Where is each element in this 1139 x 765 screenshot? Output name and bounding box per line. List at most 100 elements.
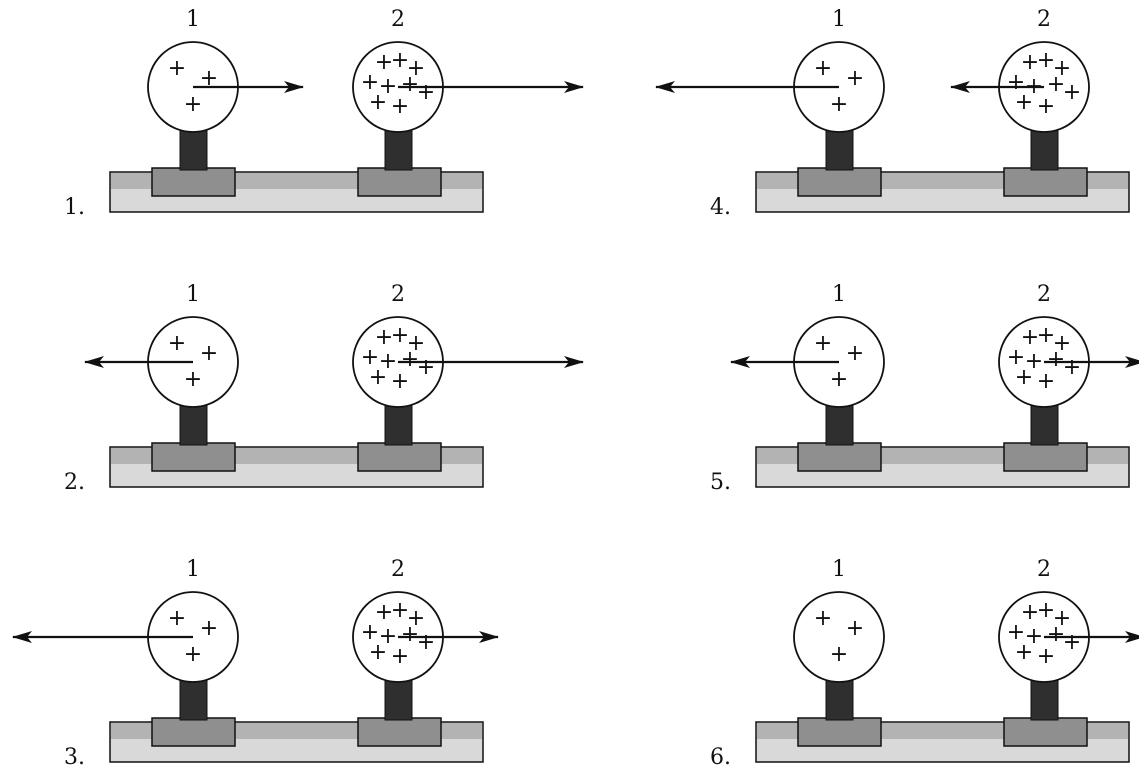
charge-plus: +: [401, 72, 419, 97]
charge-plus: +: [184, 92, 202, 117]
charge-plus: +: [361, 70, 379, 95]
stand-pad-1: [151, 167, 236, 197]
charge-plus: +: [1021, 50, 1039, 75]
charge-plus: +: [1053, 56, 1071, 81]
charge-plus: +: [391, 94, 409, 119]
charge-plus: +: [184, 367, 202, 392]
stand-pad-1: [797, 442, 882, 472]
charge-plus: +: [1037, 644, 1055, 669]
charge-plus: +: [1025, 624, 1043, 649]
charge-plus: +: [379, 624, 397, 649]
stand-pad-2: [357, 442, 442, 472]
charge-plus: +: [1047, 622, 1065, 647]
stand-post-2: [384, 129, 413, 171]
charge-plus: +: [417, 355, 435, 380]
stand-post-2: [1030, 679, 1059, 721]
charge-plus: +: [814, 331, 832, 356]
panel-number: 2.: [64, 470, 85, 495]
charge-plus: +: [1021, 600, 1039, 625]
charge-plus: +: [1015, 640, 1033, 665]
stand-pad-2: [357, 167, 442, 197]
stand-post-2: [1030, 404, 1059, 446]
stand-pad-1: [797, 167, 882, 197]
charge-plus: +: [1007, 345, 1025, 370]
stand-post-1: [179, 404, 208, 446]
charge-plus: +: [1047, 347, 1065, 372]
stand-pad-2: [1003, 717, 1088, 747]
charge-plus: +: [830, 92, 848, 117]
charge-plus: +: [1007, 620, 1025, 645]
sphere-1: [793, 591, 885, 683]
sphere-1-label: 1: [832, 282, 846, 307]
stand-post-1: [825, 129, 854, 171]
charge-plus: +: [200, 66, 218, 91]
stand-post-2: [384, 404, 413, 446]
charge-plus: +: [1037, 323, 1055, 348]
charge-plus: +: [407, 606, 425, 631]
sphere-2-label: 2: [391, 557, 405, 582]
charge-plus: +: [1015, 90, 1033, 115]
charge-plus: +: [401, 622, 419, 647]
charge-plus: +: [391, 323, 409, 348]
charge-plus: +: [830, 367, 848, 392]
stand-post-1: [179, 679, 208, 721]
stand-post-2: [1030, 129, 1059, 171]
panel-number: 3.: [64, 745, 85, 765]
sphere-2-label: 2: [1037, 7, 1051, 32]
charge-plus: +: [1047, 72, 1065, 97]
charge-plus: +: [1037, 598, 1055, 623]
charge-plus: +: [1037, 369, 1055, 394]
charge-plus: +: [1025, 349, 1043, 374]
sphere-1-label: 1: [186, 557, 200, 582]
charge-plus: +: [391, 598, 409, 623]
charge-plus: +: [391, 48, 409, 73]
charge-plus: +: [846, 616, 864, 641]
charge-plus: +: [1007, 70, 1025, 95]
charge-plus: +: [814, 56, 832, 81]
charge-plus: +: [369, 365, 387, 390]
charge-plus: +: [417, 80, 435, 105]
charge-plus: +: [379, 74, 397, 99]
charge-plus: +: [1063, 80, 1081, 105]
charge-plus: +: [375, 50, 393, 75]
panel-number: 5.: [710, 470, 731, 495]
charge-plus: +: [407, 331, 425, 356]
charge-plus: +: [200, 341, 218, 366]
charge-plus: +: [391, 369, 409, 394]
charge-plus: +: [1037, 48, 1055, 73]
charge-plus: +: [391, 644, 409, 669]
charge-plus: +: [1015, 365, 1033, 390]
stand-pad-1: [151, 717, 236, 747]
charge-plus: +: [417, 630, 435, 655]
charge-plus: +: [1037, 94, 1055, 119]
stand-post-1: [825, 404, 854, 446]
charge-plus: +: [846, 66, 864, 91]
charge-plus: +: [1053, 606, 1071, 631]
charge-plus: +: [379, 349, 397, 374]
charge-plus: +: [401, 347, 419, 372]
charge-plus: +: [200, 616, 218, 641]
stand-pad-2: [357, 717, 442, 747]
panel-number: 4.: [710, 195, 731, 220]
sphere-2-label: 2: [1037, 282, 1051, 307]
sphere-1-label: 1: [186, 282, 200, 307]
stand-post-2: [384, 679, 413, 721]
charge-plus: +: [184, 642, 202, 667]
charge-plus: +: [369, 640, 387, 665]
charge-plus: +: [814, 606, 832, 631]
charge-plus: +: [1021, 325, 1039, 350]
charge-plus: +: [1063, 630, 1081, 655]
charge-plus: +: [407, 56, 425, 81]
charge-plus: +: [168, 56, 186, 81]
stand-post-1: [179, 129, 208, 171]
stand-pad-2: [1003, 442, 1088, 472]
stand-pad-1: [797, 717, 882, 747]
sphere-1-label: 1: [186, 7, 200, 32]
